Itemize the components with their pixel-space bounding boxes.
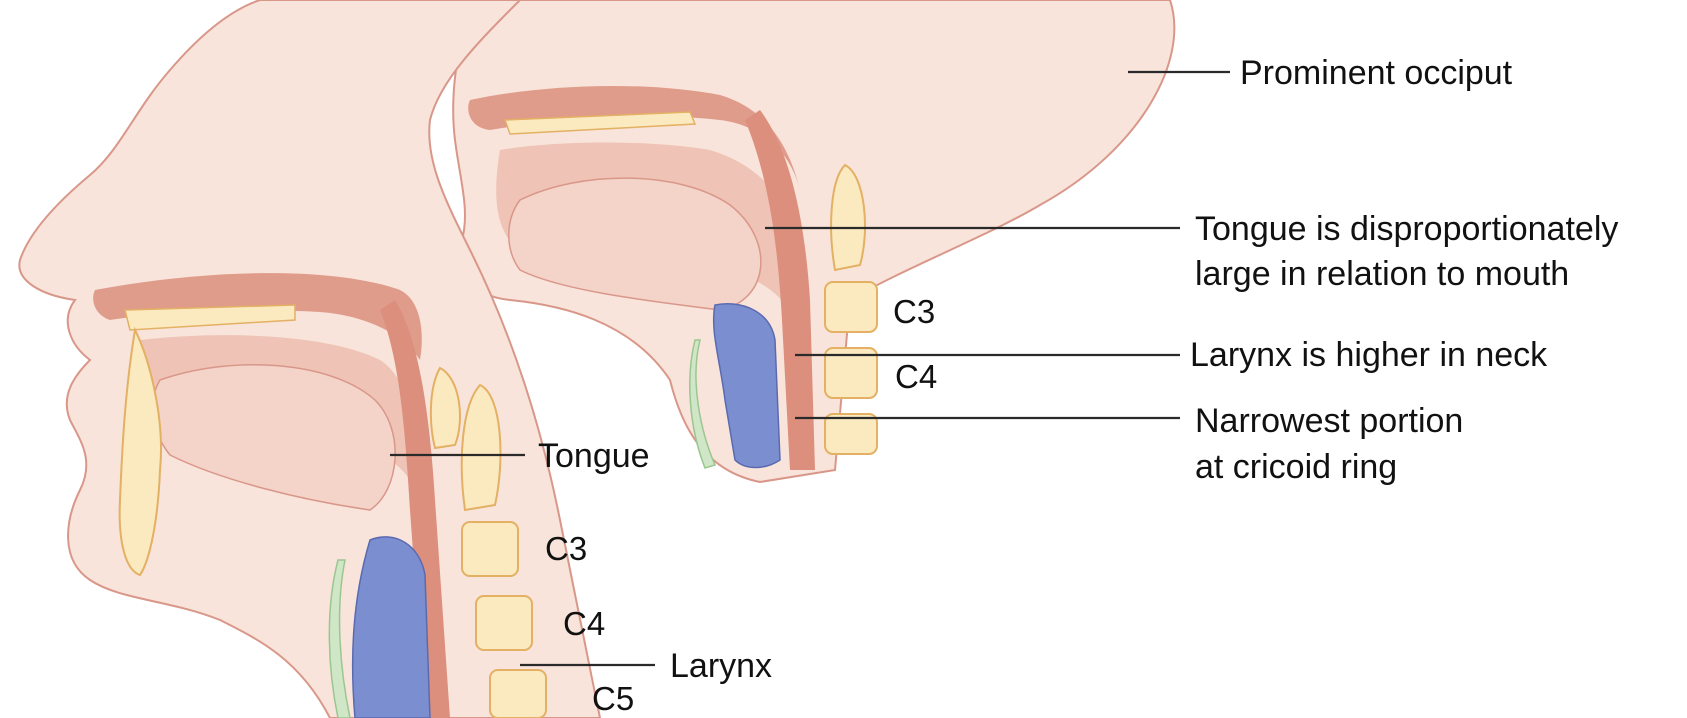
label-larynx: Larynx [670, 647, 772, 685]
label-tongue: Tongue [538, 437, 650, 475]
adult-vertebra-c3 [462, 522, 518, 576]
label-adult-c5: C5 [592, 680, 634, 717]
label-larynx-higher: Larynx is higher in neck [1190, 336, 1548, 374]
label-adult-c3: C3 [545, 530, 587, 567]
infant-head [453, 0, 1174, 482]
label-tongue-large-line1: Tongue is disproportionately [1195, 210, 1618, 248]
label-infant-c4: C4 [895, 358, 937, 395]
label-tongue-large-line2: large in relation to mouth [1195, 255, 1569, 293]
label-infant-c3: C3 [893, 293, 935, 330]
label-narrowest-line2: at cricoid ring [1195, 448, 1397, 486]
adult-vertebra-c4 [476, 596, 532, 650]
adult-vertebra-c5 [490, 670, 546, 718]
label-prominent-occiput: Prominent occiput [1240, 54, 1513, 92]
adult-larynx [353, 537, 430, 718]
infant-vertebra-c3 [825, 282, 877, 332]
infant-vertebra-c5 [825, 414, 877, 454]
label-narrowest-line1: Narrowest portion [1195, 402, 1463, 440]
label-adult-c4: C4 [563, 605, 605, 642]
